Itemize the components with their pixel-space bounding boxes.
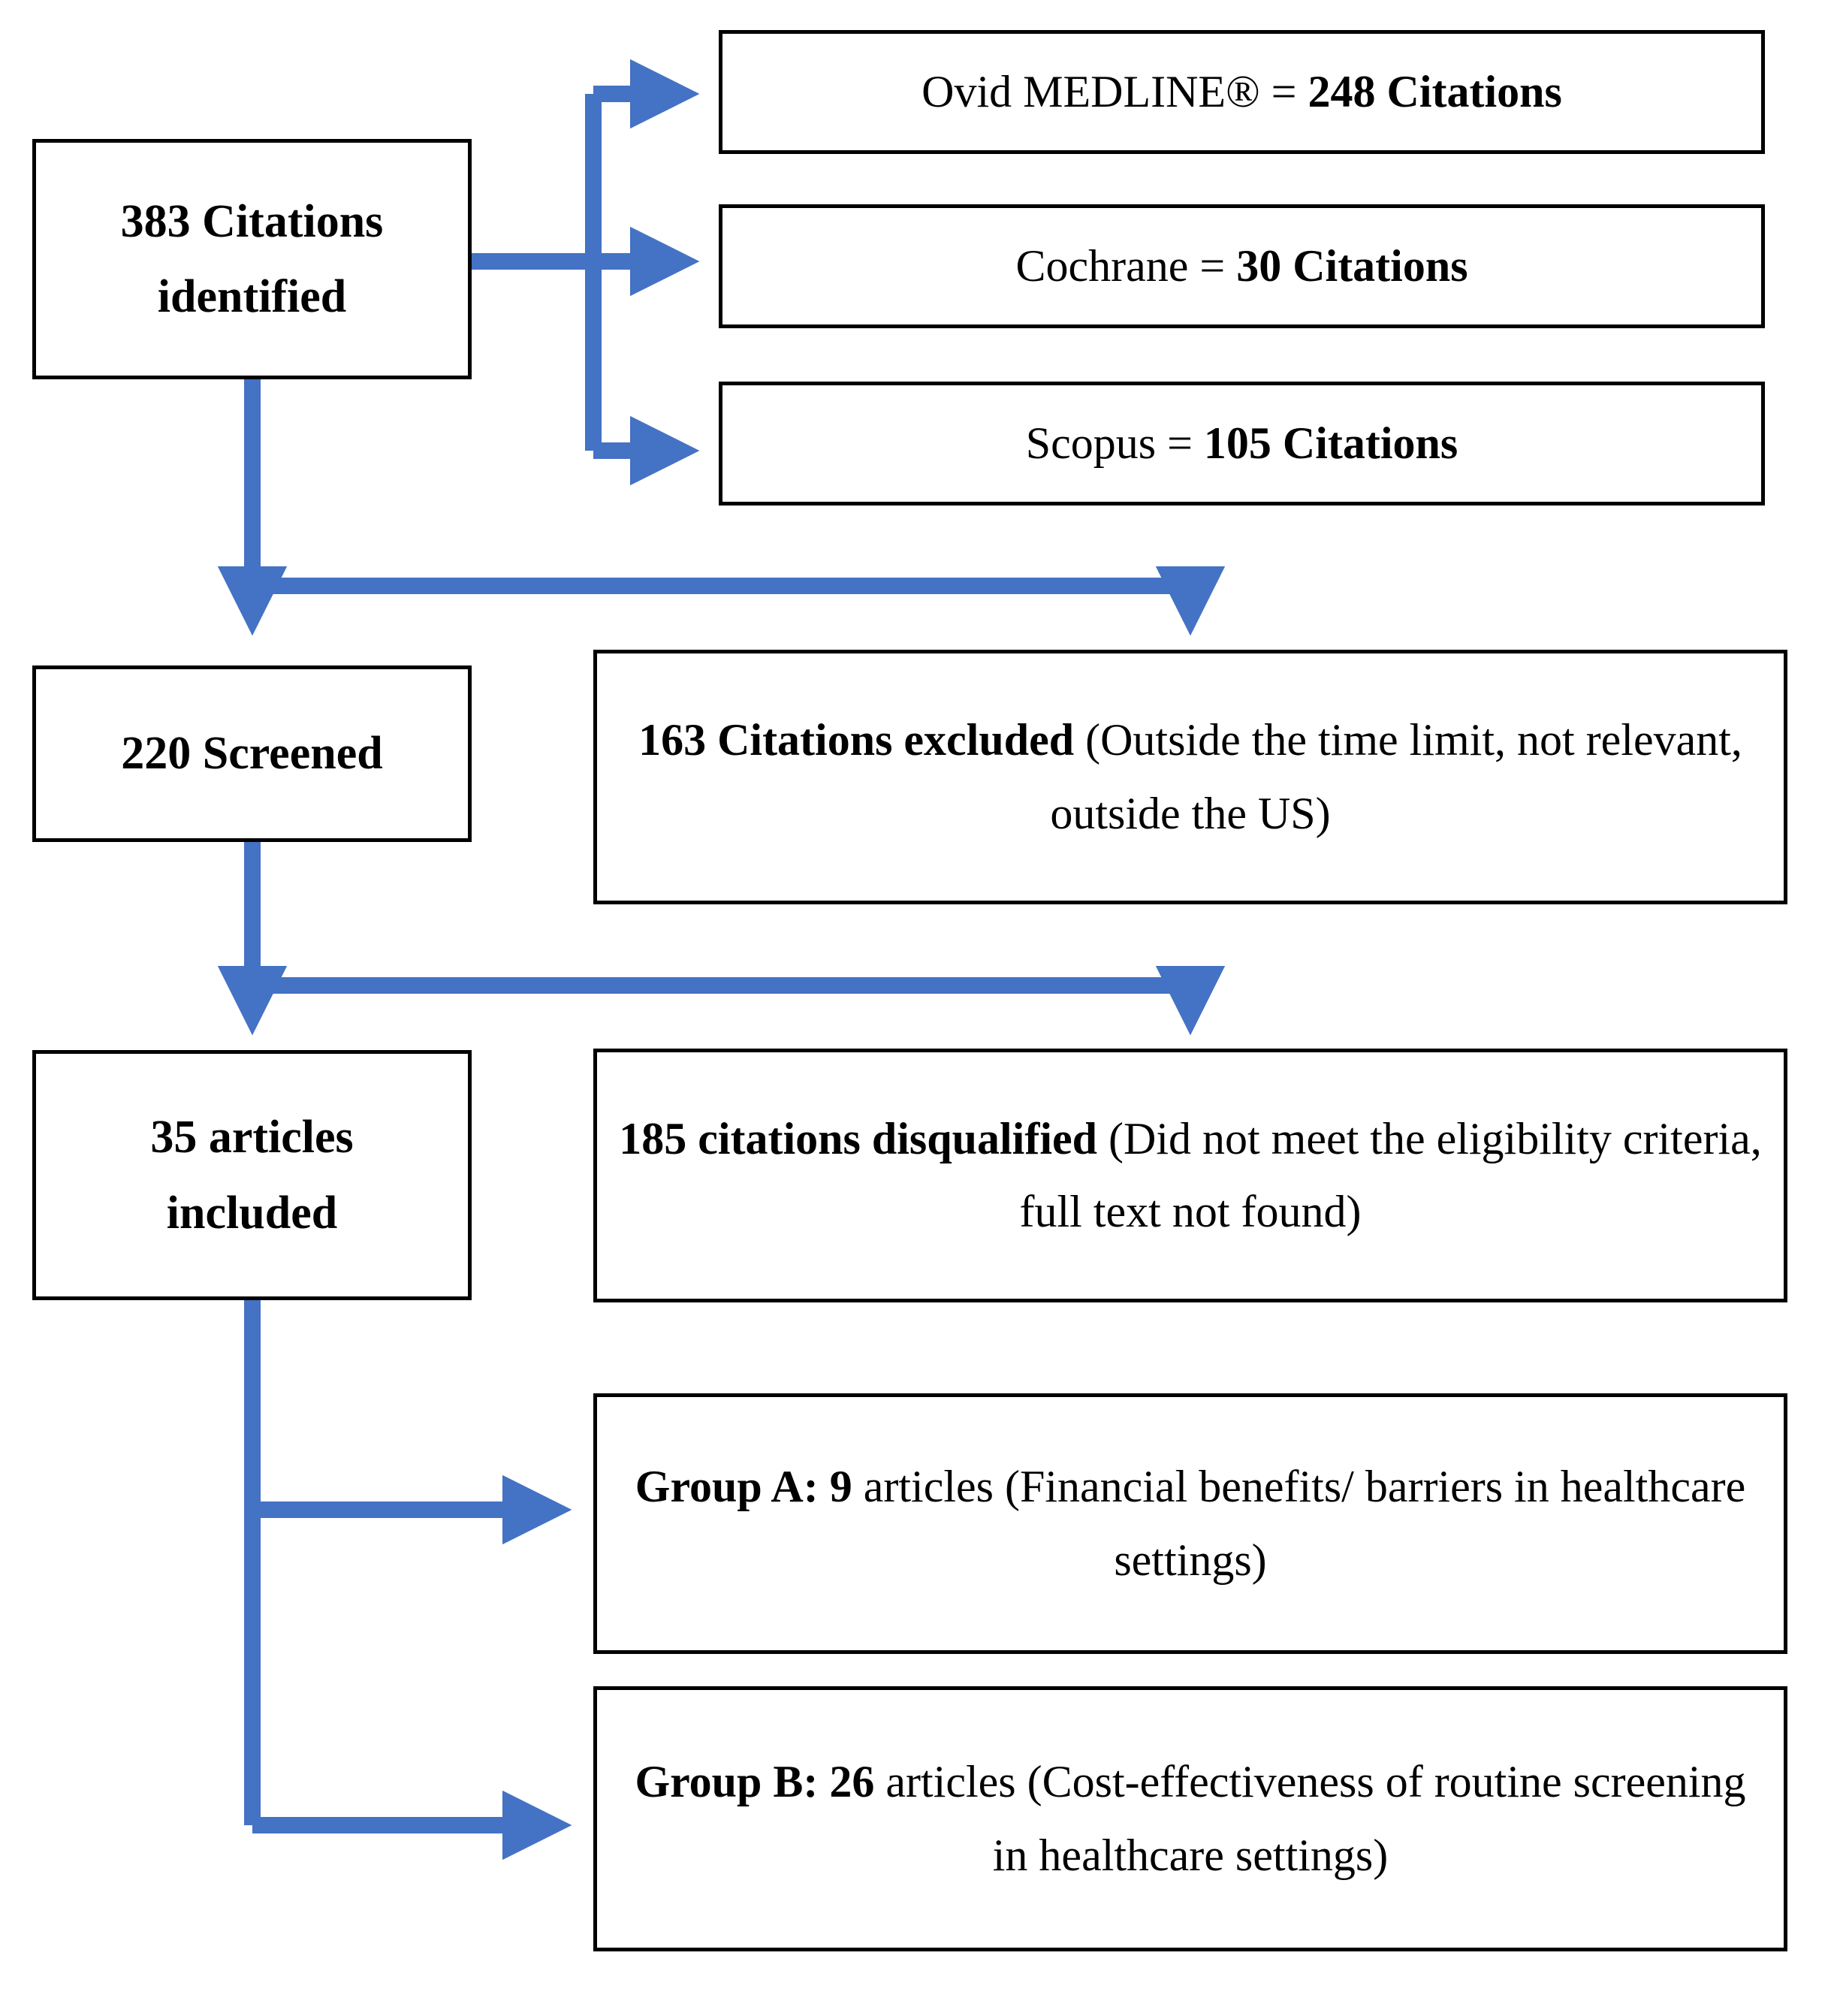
node-group-b[interactable]: Group B: 26 articles (Cost-effectiveness… — [593, 1686, 1787, 1951]
node-source-ovid-medline[interactable]: Ovid MEDLINE® = 248 Citations — [719, 30, 1765, 154]
node-source-scopus-label: Scopus = 105 Citations — [1025, 418, 1458, 468]
node-citations-disqualified-label: 185 citations disqualified (Did not meet… — [619, 1113, 1762, 1236]
node-source-ovid-medline-label: Ovid MEDLINE® = 248 Citations — [922, 66, 1562, 116]
node-citations-screened[interactable]: 220 Screened — [32, 665, 472, 842]
node-citations-excluded[interactable]: 163 Citations excluded (Outside the time… — [593, 650, 1787, 904]
node-group-a-label: Group A: 9 articles (Financial benefits/… — [635, 1462, 1746, 1585]
connector-identified-to-sources — [472, 59, 700, 486]
node-citations-disqualified[interactable]: 185 citations disqualified (Did not meet… — [593, 1049, 1787, 1302]
node-group-b-label: Group B: 26 articles (Cost-effectiveness… — [635, 1757, 1746, 1880]
node-group-a[interactable]: Group A: 9 articles (Financial benefits/… — [593, 1393, 1787, 1654]
node-source-cochrane[interactable]: Cochrane = 30 Citations — [719, 204, 1765, 328]
node-source-cochrane-label: Cochrane = 30 Citations — [1015, 240, 1468, 291]
connector-included-to-groups — [244, 1300, 572, 1861]
node-citations-screened-label: 220 Screened — [121, 728, 383, 780]
node-citations-excluded-label: 163 Citations excluded (Outside the time… — [638, 715, 1742, 838]
node-source-scopus[interactable]: Scopus = 105 Citations — [719, 382, 1765, 506]
